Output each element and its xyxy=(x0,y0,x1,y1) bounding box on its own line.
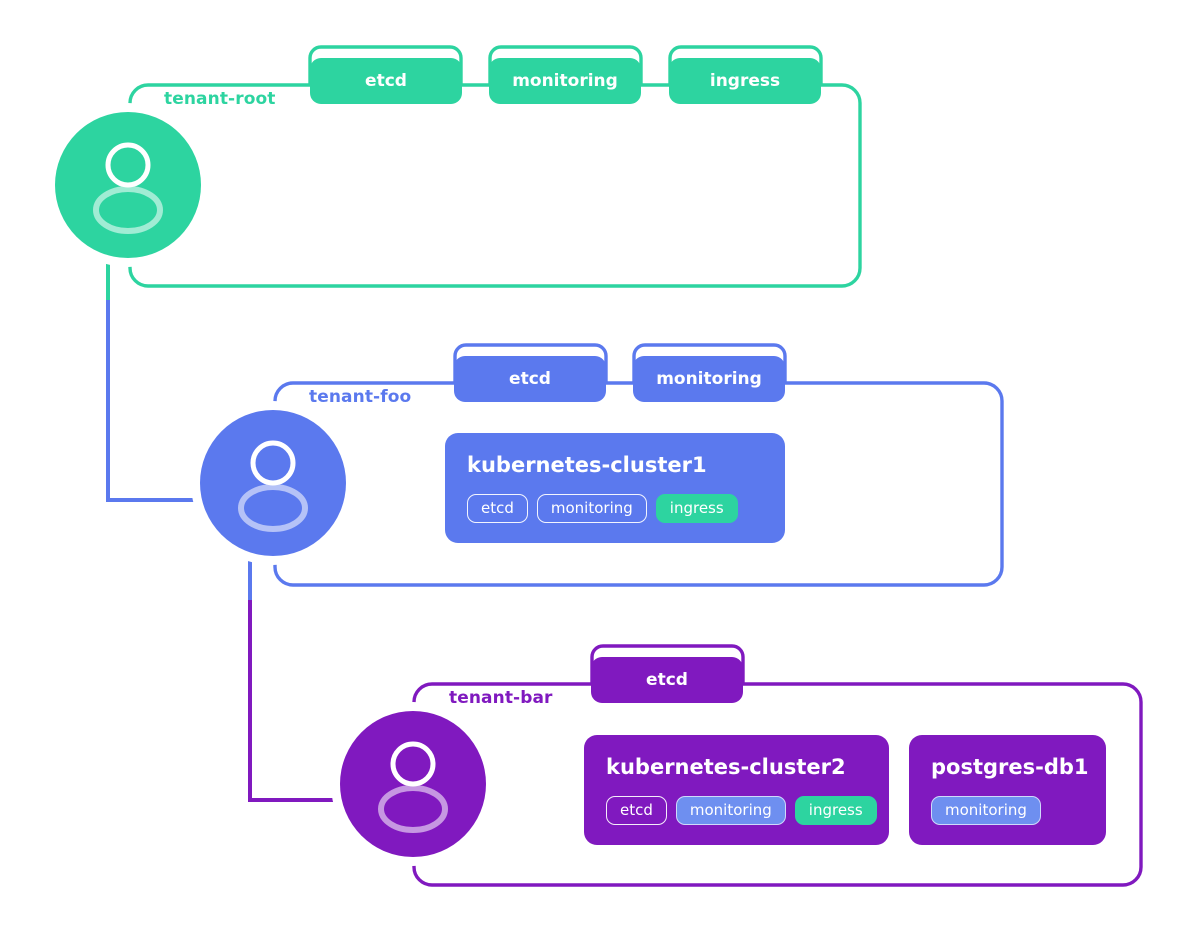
tenant-root-tab-ingress[interactable]: ingress xyxy=(669,58,821,104)
tenant-group-root: etcd monitoring ingress tenant-root xyxy=(0,0,1200,330)
resource-card-title: kubernetes-cluster2 xyxy=(606,755,846,779)
tenant-foo-tab-monitoring[interactable]: monitoring xyxy=(633,356,785,402)
connector-root-to-foo xyxy=(106,250,200,502)
resource-chip-list: etcd monitoring ingress xyxy=(467,494,763,523)
resource-card-title: postgres-db1 xyxy=(931,755,1089,779)
chip-monitoring[interactable]: monitoring xyxy=(931,796,1041,825)
resource-card-title: kubernetes-cluster1 xyxy=(467,453,707,477)
tenant-bar-label: tenant-bar xyxy=(449,688,553,708)
tab-label: monitoring xyxy=(512,71,618,91)
resource-chip-list: monitoring xyxy=(931,796,1084,825)
tab-label: ingress xyxy=(709,71,781,91)
tenant-group-foo: etcd monitoring tenant-foo kubernetes-cl… xyxy=(0,300,1200,630)
tenant-root-tab-etcd[interactable]: etcd xyxy=(310,58,462,104)
tenant-root-tab-monitoring[interactable]: monitoring xyxy=(489,58,641,104)
tab-label: etcd xyxy=(509,369,551,389)
tenant-bar-avatar[interactable] xyxy=(331,702,495,866)
tenant-foo-tab-etcd[interactable]: etcd xyxy=(454,356,606,402)
tenant-foo-frame xyxy=(273,343,1004,587)
tab-label: etcd xyxy=(646,670,688,690)
tenant-root-avatar[interactable] xyxy=(46,103,210,267)
chip-ingress[interactable]: ingress xyxy=(655,494,738,523)
tenant-root-label: tenant-root xyxy=(164,89,276,109)
tenant-group-bar: etcd tenant-bar kubernetes-cluster2 etcd… xyxy=(0,600,1200,940)
resource-card-postgres-db1[interactable]: postgres-db1 monitoring xyxy=(909,735,1106,845)
user-avatar-icon xyxy=(238,440,308,532)
chip-etcd[interactable]: etcd xyxy=(606,796,667,825)
tab-label: monitoring xyxy=(656,369,762,389)
user-avatar-icon xyxy=(378,741,448,833)
resource-card-kubernetes-cluster1[interactable]: kubernetes-cluster1 etcd monitoring ingr… xyxy=(445,433,785,543)
tab-label: etcd xyxy=(365,71,407,91)
chip-monitoring[interactable]: monitoring xyxy=(675,796,786,825)
connector-foo-to-bar xyxy=(248,550,340,802)
user-avatar-icon xyxy=(93,142,163,234)
tenant-foo-avatar[interactable] xyxy=(191,401,355,565)
chip-monitoring[interactable]: monitoring xyxy=(536,494,647,523)
tenant-bar-tab-etcd[interactable]: etcd xyxy=(591,657,743,703)
resource-chip-list: etcd monitoring ingress xyxy=(606,796,877,825)
tenant-foo-label: tenant-foo xyxy=(309,387,412,407)
chip-ingress[interactable]: ingress xyxy=(794,796,877,825)
resource-card-kubernetes-cluster2[interactable]: kubernetes-cluster2 etcd monitoring ingr… xyxy=(584,735,889,845)
chip-etcd[interactable]: etcd xyxy=(467,494,528,523)
